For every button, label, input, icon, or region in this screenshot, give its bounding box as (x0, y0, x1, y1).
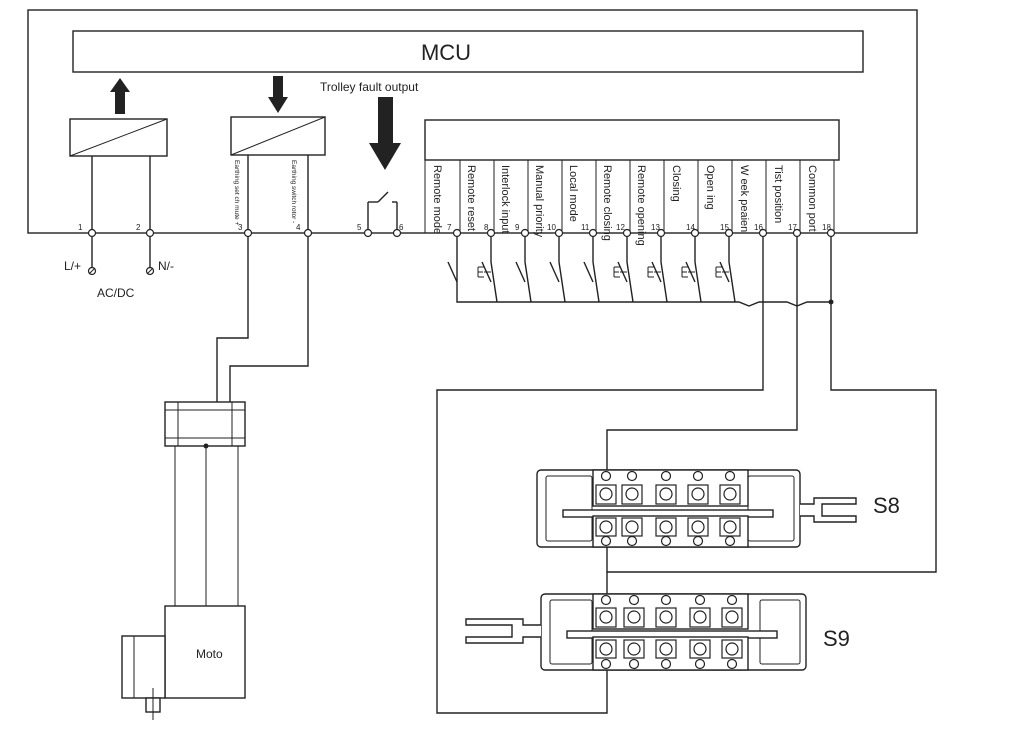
input-switches (447, 237, 834, 307)
svg-text:14: 14 (686, 223, 695, 232)
terminal-numbers: 1 2 3 4 5 6 7 8 9 10 11 12 13 14 15 16 1… (78, 223, 831, 232)
svg-text:2: 2 (136, 223, 141, 232)
mcu-bar (72, 30, 864, 73)
input-label-remote-reset: Remote reset (465, 165, 477, 231)
input-label-week-peaien: W eek peaien (738, 165, 750, 232)
lplus-label: L/+ (64, 259, 81, 273)
power-converter-box (69, 118, 168, 157)
terminal-points (87, 228, 836, 238)
acdc-label: AC/DC (97, 286, 135, 300)
nminus-label: N/- (158, 259, 174, 273)
svg-text:18: 18 (822, 223, 831, 232)
input-label-remote-opening: Remote opening (635, 165, 647, 246)
svg-text:17: 17 (788, 223, 797, 232)
svg-text:9: 9 (515, 223, 520, 232)
input-header-box (424, 119, 840, 161)
trolley-fault-contact (367, 191, 398, 233)
mcu-title: MCU (421, 40, 471, 65)
trolley-fault-arrow-icon (369, 97, 401, 170)
input-label-local-mode: Local mode (567, 165, 579, 222)
s8-switch-block (536, 469, 857, 548)
svg-text:12: 12 (616, 223, 625, 232)
svg-text:4: 4 (296, 223, 301, 232)
input-label-common-port: Common port (806, 165, 818, 232)
s9-switch-block (465, 593, 807, 671)
earthing-converter-box (230, 116, 326, 156)
input-label-opening: Open ing (704, 165, 716, 210)
svg-text:7: 7 (447, 223, 452, 232)
s8-label: S8 (873, 493, 900, 518)
input-label-interlock-input: Interlock input (499, 165, 511, 233)
input-label-tist-position: Tist position (772, 165, 784, 223)
motor-label: Moto (196, 647, 223, 661)
position-wiring (436, 237, 937, 714)
input-label-closing: Closing (670, 165, 682, 202)
svg-text:8: 8 (484, 223, 489, 232)
input-column-lines (424, 160, 835, 233)
svg-text:11: 11 (581, 223, 590, 232)
motor-wiring (216, 237, 309, 402)
up-arrow-icon (110, 78, 130, 114)
svg-text:15: 15 (720, 223, 729, 232)
input-label-remote-closing: Remote closing (601, 165, 613, 241)
svg-text:6: 6 (399, 223, 404, 232)
svg-text:3: 3 (238, 223, 243, 232)
trolley-fault-label: Trolley fault output (320, 80, 419, 94)
earthing-label-1: Earthing set ch mute + (233, 160, 240, 225)
power-input (87, 237, 155, 276)
s9-label: S9 (823, 626, 850, 651)
input-label-remote-mode: Remote mode (431, 165, 443, 234)
svg-text:10: 10 (547, 223, 556, 232)
svg-text:5: 5 (357, 223, 362, 232)
down-arrow-icon (268, 76, 288, 113)
svg-text:13: 13 (651, 223, 660, 232)
input-label-manual-priority: Manual priority (533, 165, 545, 238)
svg-text:1: 1 (78, 223, 83, 232)
earthing-label-2: Earthing switch rotor - (290, 160, 297, 223)
svg-text:16: 16 (754, 223, 763, 232)
motor-assembly (121, 401, 246, 720)
